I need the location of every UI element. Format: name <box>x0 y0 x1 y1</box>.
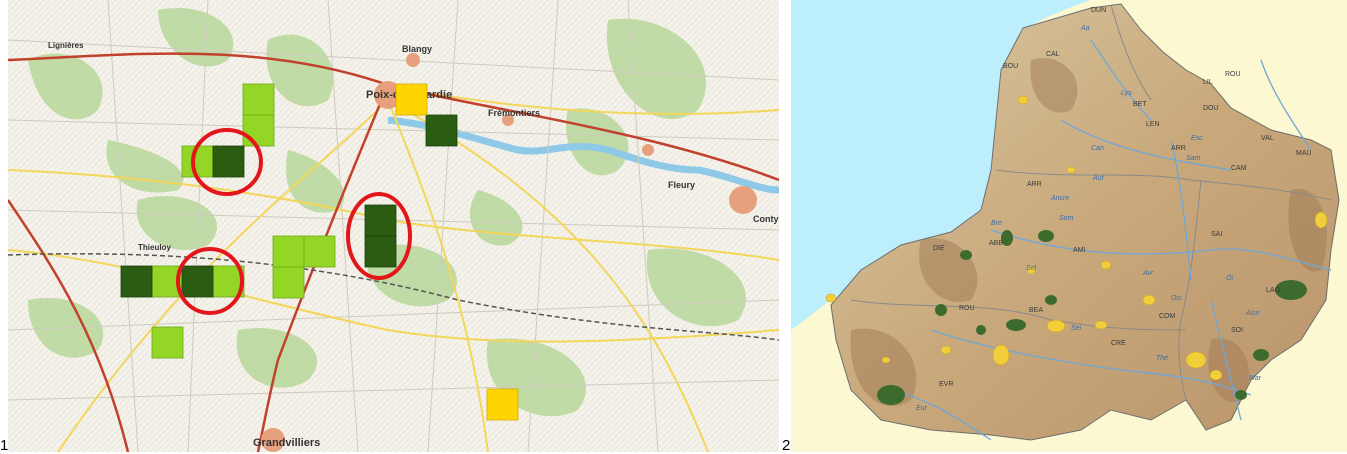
town-label: Frémontiers <box>488 108 540 118</box>
grassland-sites <box>825 95 1328 381</box>
highlight-circle <box>346 192 412 280</box>
town-label: Blangy <box>402 44 432 54</box>
town-label: Grandvilliers <box>253 437 320 449</box>
place-label: LIL <box>1203 79 1213 86</box>
forest-areas <box>28 8 746 417</box>
survey-squares <box>120 83 519 421</box>
square-light-green <box>303 235 336 268</box>
place-label: DUN <box>1091 7 1106 14</box>
square-dark-green <box>425 114 458 147</box>
topographic-map: Poix-de-Picardie Blangy Frémontiers Cont… <box>8 0 779 452</box>
river-label: Thé <box>1156 355 1168 362</box>
river-label: Aut <box>1092 175 1105 182</box>
town-label: Conty <box>753 214 779 224</box>
relief-map-canvas: DUN CAL BOU BET LEN DOU ARR CAM VAL MAU … <box>791 0 1347 452</box>
square-light-green <box>181 145 214 178</box>
square-dark-green <box>181 265 214 298</box>
square-dark-green <box>120 265 153 298</box>
place-labels: DUN CAL BOU BET LEN DOU ARR CAM VAL MAU … <box>933 7 1312 388</box>
highlight-circle <box>176 247 244 315</box>
place-label: CRE <box>1111 340 1126 347</box>
square-light-green <box>242 83 275 116</box>
square-light-green <box>151 326 184 359</box>
figure-number-1: 1 <box>0 437 9 454</box>
town-label: Thieuloy <box>138 243 171 252</box>
relief-map: DUN CAL BOU BET LEN DOU ARR CAM VAL MAU … <box>791 0 1347 452</box>
river-label: Eur <box>916 405 928 412</box>
river-label: Avr <box>1142 270 1154 277</box>
river-label: Aa <box>1080 25 1090 32</box>
river-label: Mar <box>1249 375 1262 382</box>
river-labels: Aa Lys Can Aut Som Bre Oi Ois Sei Aisn M… <box>916 25 1262 412</box>
river-label: Ois <box>1171 295 1182 302</box>
topographic-map-canvas: Poix-de-Picardie Blangy Frémontiers Cont… <box>8 0 779 452</box>
place-label: ABB <box>989 240 1003 247</box>
place-label: DIE <box>933 245 945 252</box>
square-yellow <box>395 83 428 116</box>
place-label: LEN <box>1146 121 1160 128</box>
river-label: Bre <box>991 220 1002 227</box>
river-label: Can <box>1091 145 1104 152</box>
place-label: SOI <box>1231 327 1243 334</box>
place-label: SAI <box>1211 231 1222 238</box>
sea <box>791 0 1091 330</box>
square-dark-green <box>212 145 245 178</box>
highlight-circles <box>176 128 412 315</box>
river-label: Sel <box>1026 265 1037 272</box>
forest-sites <box>877 230 1307 405</box>
railway <box>8 253 779 341</box>
river-label: Ancre <box>1050 195 1069 202</box>
place-label: AMI <box>1073 247 1086 254</box>
place-label: DOU <box>1203 105 1219 112</box>
place-label: BOU <box>1003 63 1018 70</box>
town-label: Fleury <box>668 180 695 190</box>
place-label: BET <box>1133 101 1147 108</box>
river-label: Sam <box>1186 155 1201 162</box>
river-label: Sei <box>1071 325 1082 332</box>
river-label: Esc <box>1191 135 1203 142</box>
square-light-green <box>242 114 275 147</box>
place-label: LAO <box>1266 287 1281 294</box>
town-areas <box>261 53 757 452</box>
place-label: MAU <box>1296 150 1312 157</box>
place-label: CAM <box>1231 165 1247 172</box>
square-dark-green <box>364 204 397 237</box>
river <box>387 116 779 194</box>
square-dark-green <box>364 235 397 268</box>
place-label: ROU <box>1225 71 1241 78</box>
town-label: Lignières <box>48 41 84 50</box>
place-label: CAL <box>1046 51 1060 58</box>
river-label: Lys <box>1121 90 1132 97</box>
square-yellow <box>486 388 519 421</box>
square-light-green <box>272 235 305 268</box>
square-light-green <box>272 266 305 299</box>
river-label: Aisn <box>1245 310 1260 317</box>
river-label: Oi <box>1226 275 1233 282</box>
place-label: VAL <box>1261 135 1274 142</box>
river-label: Som <box>1059 215 1074 222</box>
place-label: EVR <box>939 381 953 388</box>
place-label: ARR <box>1027 181 1042 188</box>
figure-number-2: 2 <box>782 437 791 454</box>
place-label: ARR <box>1171 145 1186 152</box>
place-label: ROU <box>959 305 975 312</box>
place-label: COM <box>1159 313 1176 320</box>
region <box>830 3 1340 441</box>
place-label: BEA <box>1029 307 1043 314</box>
highlight-circle <box>191 128 263 196</box>
